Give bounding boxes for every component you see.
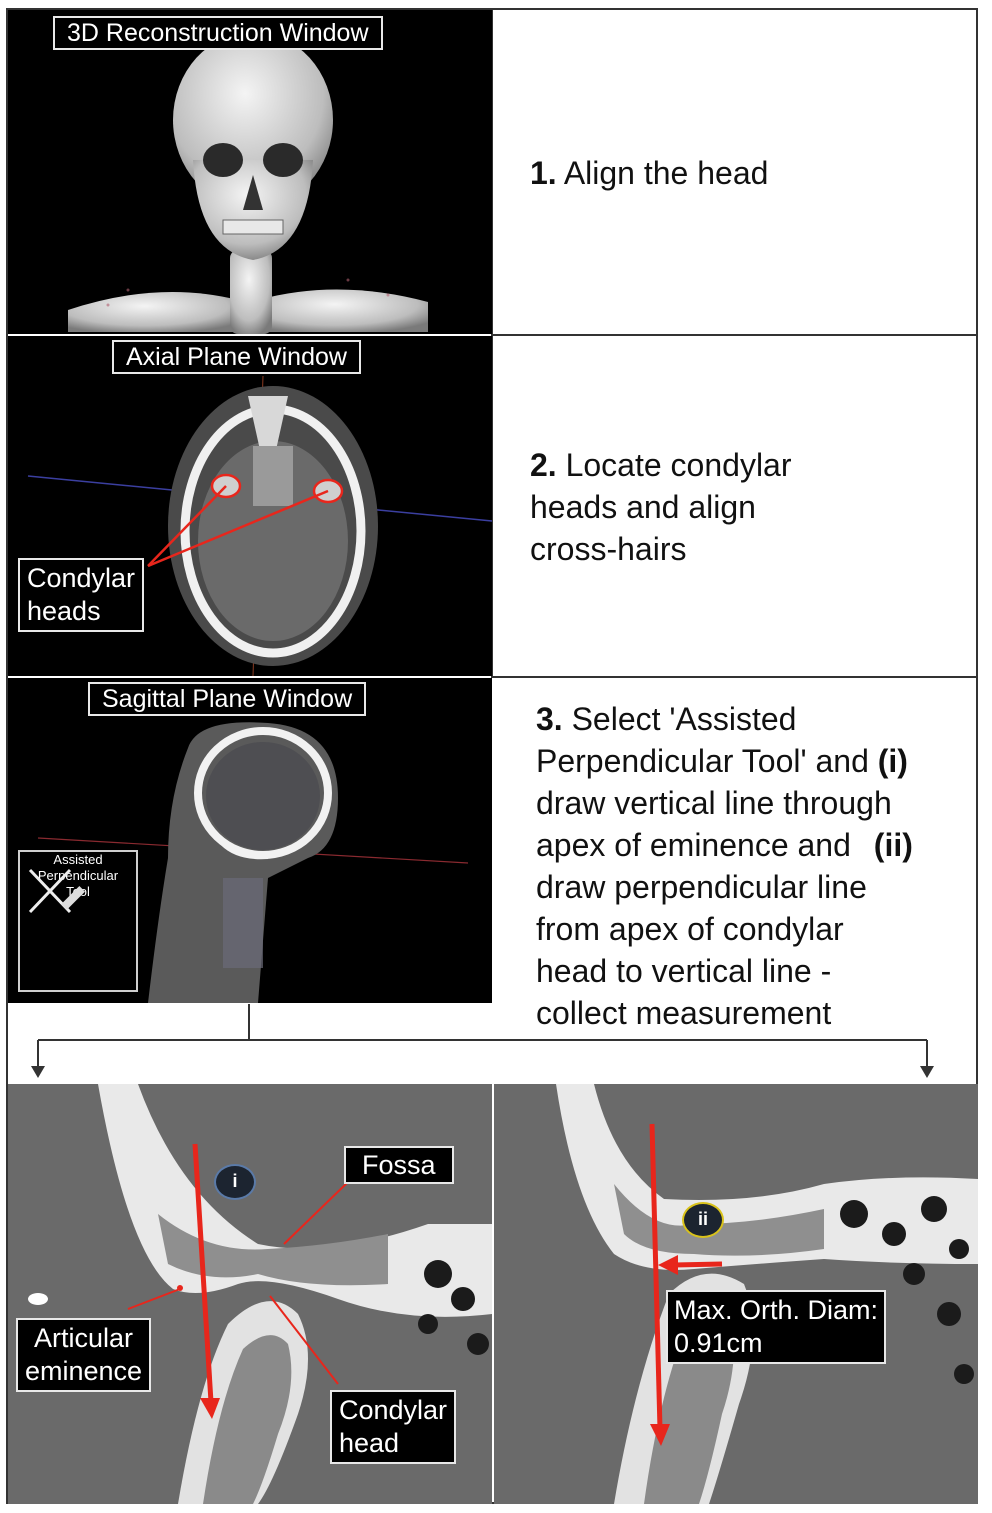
row-divider-2 <box>492 676 978 678</box>
step-text: from apex of condylar <box>536 911 844 947</box>
measurement-readout: Max. Orth. Diam: 0.91cm <box>666 1290 887 1364</box>
reconstruction-panel: 3D Reconstruction Window <box>8 10 492 334</box>
articular-eminence-callout: Articular eminence <box>16 1318 152 1392</box>
step-text: heads and align <box>530 489 756 525</box>
step-number: 2. <box>530 447 557 483</box>
step-marker-ii: (ii) <box>873 827 913 863</box>
detail-panel-ii: ii Max. Orth. Diam: 0.91cm <box>494 1084 978 1504</box>
sagittal-panel: Sagittal Plane Window Assisted Perpendic… <box>8 678 492 1003</box>
sagittal-window-label: Sagittal Plane Window <box>88 682 367 716</box>
tool-label-line: Assisted <box>53 852 103 867</box>
measurement-label: Max. Orth. Diam: <box>674 1295 879 1325</box>
sagittal-ct-slice <box>37 722 469 1003</box>
step-i-badge: i <box>214 1164 256 1200</box>
step-text: head to vertical line - <box>536 953 832 989</box>
step-text: Select 'Assisted <box>571 701 797 737</box>
fossa-callout: Fossa <box>344 1146 454 1184</box>
step-number: 1. <box>530 155 557 191</box>
step-text: Align the head <box>563 155 769 191</box>
reconstruction-window-label: 3D Reconstruction Window <box>53 16 383 50</box>
step-ii-badge: ii <box>682 1202 724 1238</box>
axial-panel: Axial Plane Window Condylar heads <box>8 336 492 676</box>
branch-connector <box>31 1004 934 1078</box>
condylar-heads-callout: Condylar heads <box>18 558 145 632</box>
step-1-text: 1. Align the head <box>530 152 768 194</box>
callout-line: head <box>339 1428 400 1458</box>
skull-3d-render <box>68 32 428 334</box>
detail-panel-i: i Fossa Articular eminence Condylar head <box>8 1084 492 1504</box>
step-marker-i: (i) <box>877 743 908 779</box>
step-text: draw perpendicular line <box>536 869 867 905</box>
step-text: collect measurement <box>536 995 832 1031</box>
callout-line: Condylar <box>27 563 136 593</box>
callout-line: heads <box>27 596 101 626</box>
perpendicular-tool-icon <box>28 868 86 914</box>
step-text: Perpendicular Tool' and <box>536 743 869 779</box>
callout-line: Condylar <box>339 1395 448 1425</box>
step-2-text: 2. Locate condylar heads and align cross… <box>530 444 792 570</box>
step-text: apex of eminence and <box>536 827 851 863</box>
step-text: draw vertical line through <box>536 785 892 821</box>
row-divider-1 <box>492 334 978 336</box>
step-3-text: 3. Select 'Assisted Perpendicular Tool' … <box>536 698 913 1034</box>
condylar-head-callout: Condylar head <box>330 1390 457 1464</box>
step-text: Locate condylar <box>565 447 792 483</box>
tool-label-line: Perpendicular <box>37 868 119 883</box>
axial-ct-slice <box>27 375 492 676</box>
callout-line: Articular <box>34 1323 134 1353</box>
axial-window-label: Axial Plane Window <box>112 340 361 374</box>
measurement-value: 0.91cm <box>674 1328 763 1358</box>
step-text: cross-hairs <box>530 531 687 567</box>
column-divider <box>491 8 493 678</box>
callout-line: eminence <box>25 1356 143 1386</box>
step-number: 3. <box>536 701 563 737</box>
assisted-perpendicular-tool[interactable]: Assisted Perpendicular Tool <box>18 850 138 992</box>
